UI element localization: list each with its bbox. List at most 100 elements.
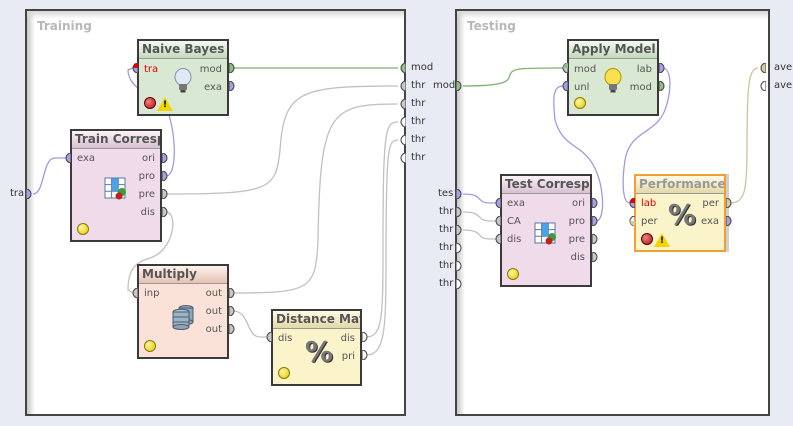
operator-multiply[interactable]: Multiply inp out out out bbox=[137, 264, 229, 359]
naive-bayes-output-port-mod[interactable] bbox=[229, 63, 237, 73]
operator-apply-model[interactable]: Apply Model mod unl lab mod bbox=[567, 39, 659, 116]
train-corresp-output-port-dis[interactable] bbox=[162, 207, 170, 217]
testing-output-port-ave[interactable] bbox=[758, 63, 766, 73]
port-label-out: out bbox=[205, 288, 222, 299]
lightbulb-icon bbox=[174, 68, 192, 93]
testing-input-label: thr bbox=[439, 224, 454, 235]
port-label-exa: exa bbox=[77, 153, 96, 164]
multiply-input-port-inp[interactable] bbox=[130, 288, 138, 298]
performance-input-port-per[interactable] bbox=[627, 216, 635, 226]
port-label-pre: pre bbox=[568, 234, 585, 245]
testing-input-port-thr[interactable] bbox=[456, 243, 464, 253]
testing-input-port-thr[interactable] bbox=[456, 225, 464, 235]
operator-title: Multiply bbox=[139, 266, 227, 284]
apply-model-input-port-mod[interactable] bbox=[560, 63, 568, 73]
apply-model-output-port-lab[interactable] bbox=[659, 63, 667, 73]
port-label-lab: lab bbox=[641, 198, 657, 209]
performance-output-port-per[interactable] bbox=[726, 198, 734, 208]
port-label-mod: mod bbox=[199, 64, 222, 75]
lightbulb-lit-icon bbox=[604, 68, 622, 93]
train-corresp-output-port-ori[interactable] bbox=[162, 153, 170, 163]
test-corresp-output-port-pro[interactable] bbox=[592, 216, 600, 226]
naive-bayes-output-port-exa[interactable] bbox=[229, 81, 237, 91]
warning-icon[interactable]: ! bbox=[157, 97, 173, 111]
distance-matrix-input-port-dis[interactable] bbox=[264, 332, 272, 342]
percent-icon: % bbox=[305, 335, 334, 368]
test-corresp-input-port-exa[interactable] bbox=[493, 198, 501, 208]
port-label-dis: dis bbox=[140, 207, 155, 218]
warning-icon[interactable]: ! bbox=[654, 233, 670, 247]
port-label-mod: mod bbox=[574, 64, 597, 75]
training-output-port-thr[interactable] bbox=[398, 135, 406, 145]
training-input-port[interactable] bbox=[26, 189, 34, 199]
operator-train-correspondence[interactable]: Train Corresp... exa ori pro pre dis bbox=[70, 129, 162, 242]
training-panel-title: Training bbox=[37, 19, 92, 33]
testing-input-port-mod[interactable] bbox=[456, 81, 464, 91]
testing-input-port-thr[interactable] bbox=[456, 207, 464, 217]
train-corresp-output-port-pro[interactable] bbox=[162, 171, 170, 181]
training-output-port-thr[interactable] bbox=[398, 81, 406, 91]
test-corresp-input-port-dis[interactable] bbox=[493, 234, 501, 244]
test-corresp-output-port-pre[interactable] bbox=[592, 234, 600, 244]
testing-input-port-thr[interactable] bbox=[456, 279, 464, 289]
testing-output-port-ave[interactable] bbox=[758, 81, 766, 91]
testing-input-port-thr[interactable] bbox=[456, 261, 464, 271]
operator-title: Train Corresp... bbox=[72, 131, 160, 149]
training-output-label: thr bbox=[411, 152, 426, 163]
status-ok-icon bbox=[144, 340, 156, 352]
port-label-ori: ori bbox=[141, 153, 155, 164]
train-corresp-input-port-exa[interactable] bbox=[63, 153, 71, 163]
operator-title: Performance bbox=[636, 176, 724, 194]
port-label-per: per bbox=[641, 216, 658, 227]
operator-title: Distance Matrix bbox=[273, 311, 360, 329]
percent-icon: % bbox=[668, 198, 697, 231]
port-label-exa: exa bbox=[507, 198, 526, 209]
port-label-ca: CA bbox=[507, 216, 521, 227]
training-output-label: thr bbox=[411, 98, 426, 109]
port-label-inp: inp bbox=[144, 288, 160, 299]
table-transform-icon bbox=[104, 177, 126, 200]
apply-model-output-port-mod[interactable] bbox=[659, 81, 667, 91]
status-ok-icon bbox=[507, 268, 519, 280]
port-label-dis: dis bbox=[570, 252, 585, 263]
multiply-output-port-out[interactable] bbox=[229, 324, 237, 334]
port-label-lab: lab bbox=[636, 64, 652, 75]
distance-matrix-output-port-pri[interactable] bbox=[362, 350, 370, 360]
multiply-output-port-out[interactable] bbox=[229, 288, 237, 298]
multiply-output-port-out[interactable] bbox=[229, 306, 237, 316]
test-corresp-output-port-ori[interactable] bbox=[592, 198, 600, 208]
port-label-exa: exa bbox=[700, 216, 719, 227]
port-label-exa: exa bbox=[203, 82, 222, 93]
operator-title: Apply Model bbox=[569, 41, 657, 59]
operator-naive-bayes[interactable]: Naive Bayes tra mod exa ! bbox=[137, 39, 229, 116]
testing-input-label: mod bbox=[433, 80, 456, 91]
operator-test-correspondence[interactable]: Test Corresp... exa CA dis ori pro pre d… bbox=[500, 174, 592, 287]
training-output-label: thr bbox=[411, 116, 426, 127]
test-corresp-output-port-dis[interactable] bbox=[592, 252, 600, 262]
table-transform-icon bbox=[534, 222, 556, 245]
port-label-tra: tra bbox=[144, 64, 159, 75]
naive-bayes-input-port-tra[interactable] bbox=[130, 63, 138, 73]
testing-input-label: thr bbox=[439, 242, 454, 253]
operator-title: Test Corresp... bbox=[502, 176, 590, 194]
training-output-port-thr[interactable] bbox=[398, 153, 406, 163]
status-error-icon bbox=[144, 97, 156, 109]
testing-output-label: ave bbox=[774, 80, 793, 91]
database-stack-icon bbox=[172, 305, 194, 330]
training-output-port-mod[interactable] bbox=[398, 63, 406, 73]
status-ok-icon bbox=[574, 97, 586, 109]
testing-input-label: thr bbox=[439, 260, 454, 271]
test-corresp-input-port-ca[interactable] bbox=[493, 216, 501, 226]
testing-input-port-tes[interactable] bbox=[456, 189, 464, 199]
distance-matrix-output-port-dis[interactable] bbox=[362, 332, 370, 342]
training-output-port-thr[interactable] bbox=[398, 99, 406, 109]
train-corresp-output-port-pre[interactable] bbox=[162, 189, 170, 199]
performance-output-port-exa[interactable] bbox=[726, 216, 734, 226]
status-ok-icon bbox=[77, 223, 89, 235]
operator-performance[interactable]: Performance lab per per exa % ! bbox=[634, 174, 726, 252]
operator-distance-matrix[interactable]: Distance Matrix dis dis pri % bbox=[271, 309, 362, 386]
apply-model-input-port-unl[interactable] bbox=[560, 81, 568, 91]
training-output-port-thr[interactable] bbox=[398, 117, 406, 127]
training-output-label: mod bbox=[411, 62, 434, 73]
performance-input-port-lab[interactable] bbox=[627, 198, 635, 208]
